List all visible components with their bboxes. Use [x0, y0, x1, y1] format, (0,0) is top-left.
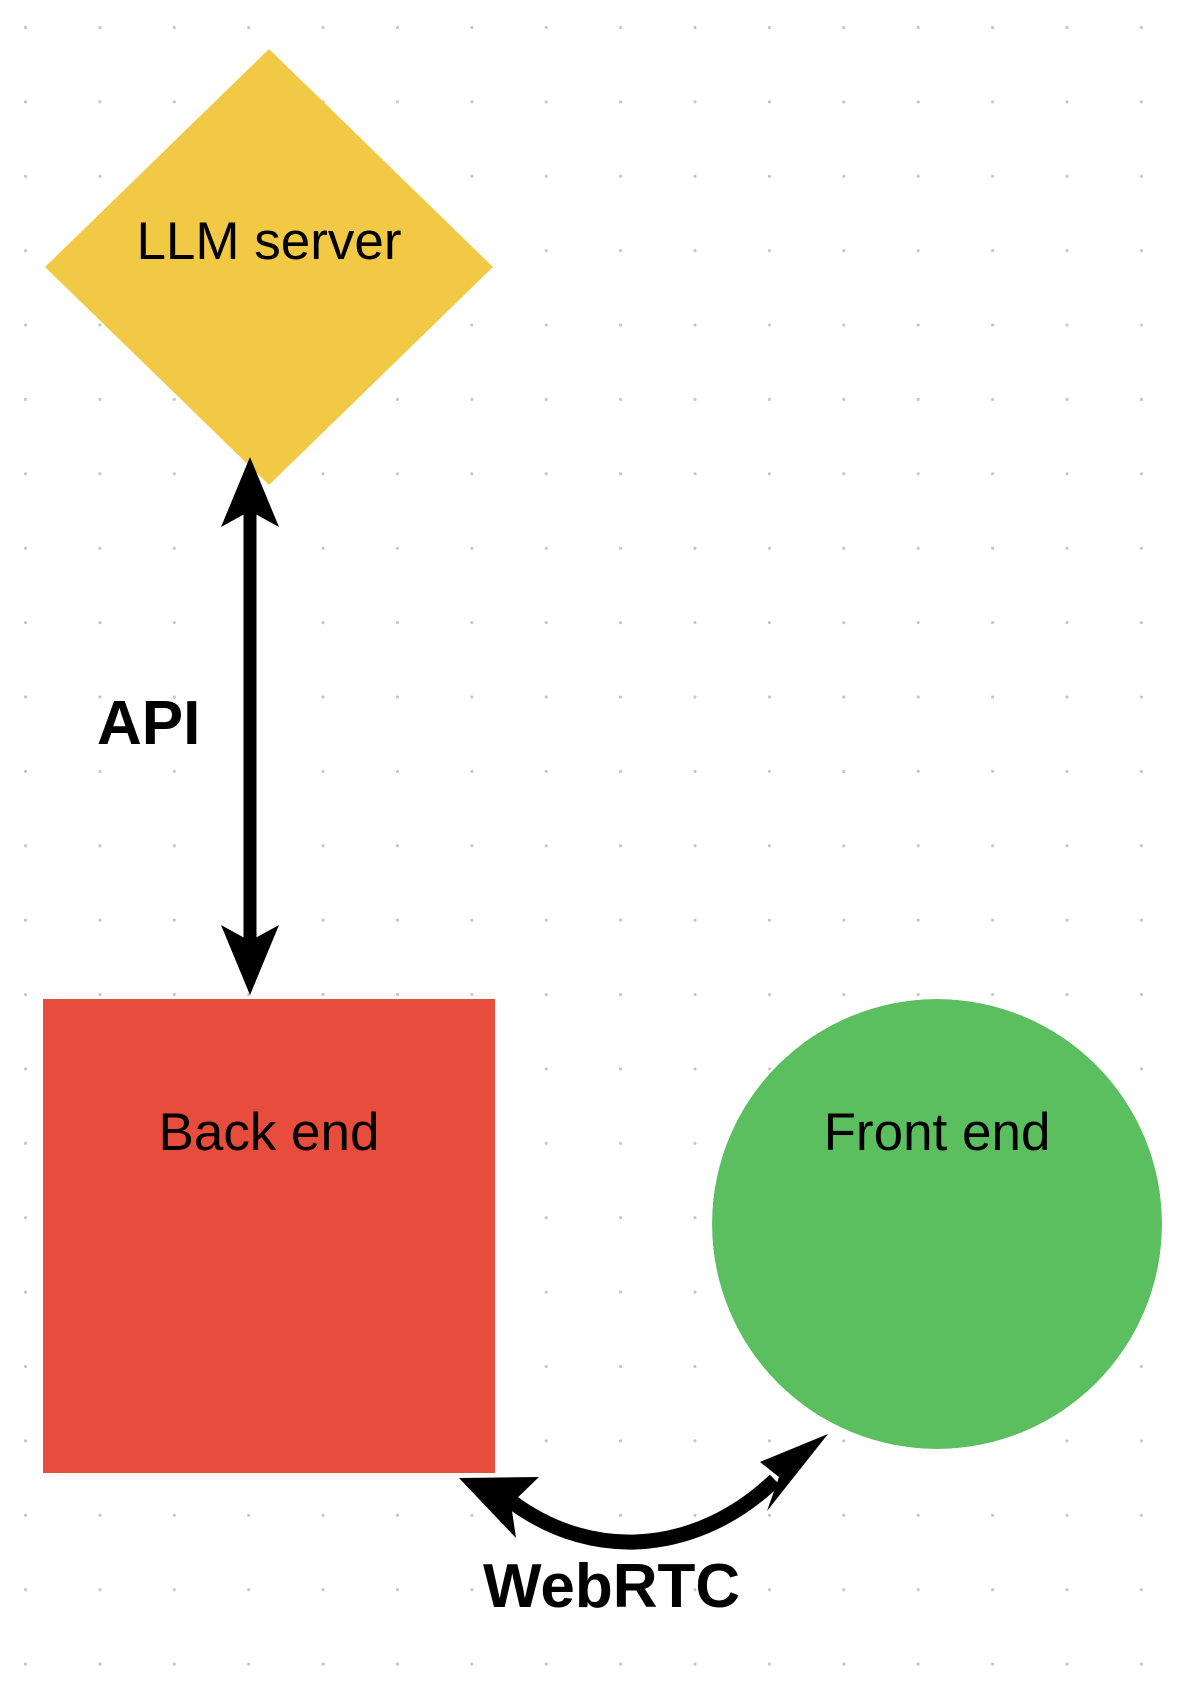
- edge-api-label: API: [97, 689, 201, 758]
- edge-webrtc-arrow[interactable]: [459, 1434, 828, 1550]
- edge-api-arrow[interactable]: [221, 457, 279, 995]
- node-front-end-shape[interactable]: [712, 999, 1162, 1449]
- node-back-end-label: Back end: [158, 1103, 380, 1162]
- node-front-end-label: Front end: [823, 1103, 1051, 1162]
- node-back-end-shape[interactable]: [43, 999, 495, 1473]
- edge-webrtc-label: WebRTC: [483, 1552, 741, 1621]
- node-llm-server-shape[interactable]: [45, 49, 493, 485]
- node-llm-server-label: LLM server: [136, 212, 402, 271]
